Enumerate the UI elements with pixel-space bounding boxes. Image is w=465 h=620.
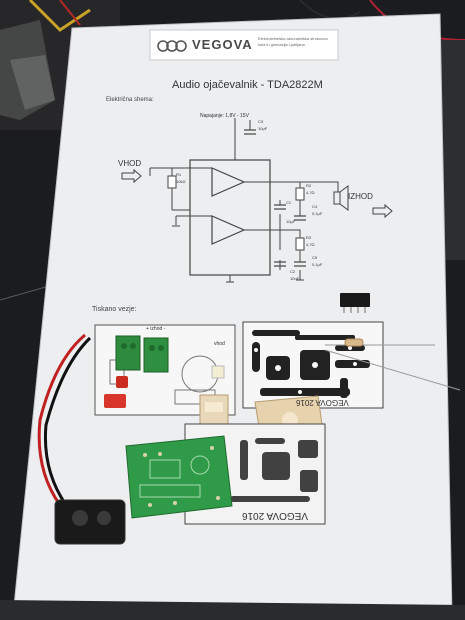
r2-value: 4,7Ω xyxy=(306,190,315,195)
pcb-traces-lower xyxy=(230,438,318,502)
r3-value: 4,7Ω xyxy=(306,242,315,247)
resistor-lead-1 xyxy=(324,349,461,391)
resistor-component xyxy=(344,338,364,347)
terminal-block-1 xyxy=(115,335,141,371)
ground-symbols xyxy=(172,225,304,283)
wire-red-top xyxy=(59,0,81,26)
c4-value: 0,1μF xyxy=(312,211,323,216)
c1-value: 10μF xyxy=(286,219,296,224)
c4-label: C4 xyxy=(312,204,318,209)
document-title: Audio ojačevalnik - TDA2822M xyxy=(172,79,323,91)
input-arrow-icon xyxy=(121,168,142,184)
pcb-mirror-text-upper: VEGOVA 2016 xyxy=(296,398,349,407)
c2-label: C2 xyxy=(290,269,296,274)
plastic-packaging-reflection xyxy=(10,55,55,110)
r1-value: 10kΩ xyxy=(176,179,186,184)
input-label: VHOD xyxy=(118,159,142,168)
red-capacitor-1 xyxy=(116,376,128,388)
output-label: IZHOD xyxy=(348,192,373,201)
c5-value: 0,1μF xyxy=(312,262,323,267)
pcb-izhod-silk: + izhod - xyxy=(146,326,166,332)
green-pcb-board xyxy=(125,435,233,519)
paper-sheet xyxy=(14,14,452,614)
speaker-icon xyxy=(333,185,349,211)
op-amp-2 xyxy=(211,215,246,245)
c1-label: C1 xyxy=(286,200,292,205)
battery-wire-black xyxy=(43,336,92,506)
r2-label: R2 xyxy=(306,183,312,188)
schematic-heading: Električna shema: xyxy=(106,97,154,103)
wire-yellow xyxy=(28,0,91,32)
r1-label: R1 xyxy=(176,172,182,177)
supply-label: Napajanje: 1,8V - 15V xyxy=(200,113,249,119)
c2-value: 10nF xyxy=(290,276,300,281)
ic-chip-dip8 xyxy=(340,293,370,313)
r3-label: R3 xyxy=(306,235,312,240)
c3-value: 10μF xyxy=(258,126,268,131)
vegova-logo-icon xyxy=(157,40,187,52)
pcb-vhod-silk: vhod xyxy=(214,341,225,347)
resistor-r3 xyxy=(295,237,305,251)
desk-bottom xyxy=(0,600,465,620)
capacitors xyxy=(244,129,306,267)
resistor-r2 xyxy=(295,187,305,201)
op-amp-1 xyxy=(211,167,246,197)
battery-clip-9v xyxy=(54,499,126,545)
c5-label: C5 xyxy=(312,255,318,260)
c3-label: C3 xyxy=(258,119,264,124)
pcb-mirror-text-lower: VEGOVA 2016 xyxy=(242,510,308,521)
logo-tagline-1: Elektrotehniško-računalniška strokovna xyxy=(258,36,328,41)
pcb-heading: Tiskano vezje: xyxy=(92,306,137,313)
logo-box xyxy=(149,29,339,61)
logo-tagline-2: šola in gimnazija Ljubljana xyxy=(258,42,305,47)
red-capacitor-2 xyxy=(104,394,126,408)
terminal-block-2 xyxy=(143,337,169,373)
battery-wire-red xyxy=(37,333,86,506)
resistor-r1 xyxy=(167,175,177,189)
plastic-packaging xyxy=(0,20,55,120)
ceramic-capacitor xyxy=(211,365,225,379)
output-arrow-icon xyxy=(372,203,393,219)
connector-housing-1 xyxy=(199,394,229,428)
logo-brand: VEGOVA xyxy=(192,37,253,52)
pcb-pads xyxy=(254,346,357,394)
pcb-traces xyxy=(252,330,370,398)
